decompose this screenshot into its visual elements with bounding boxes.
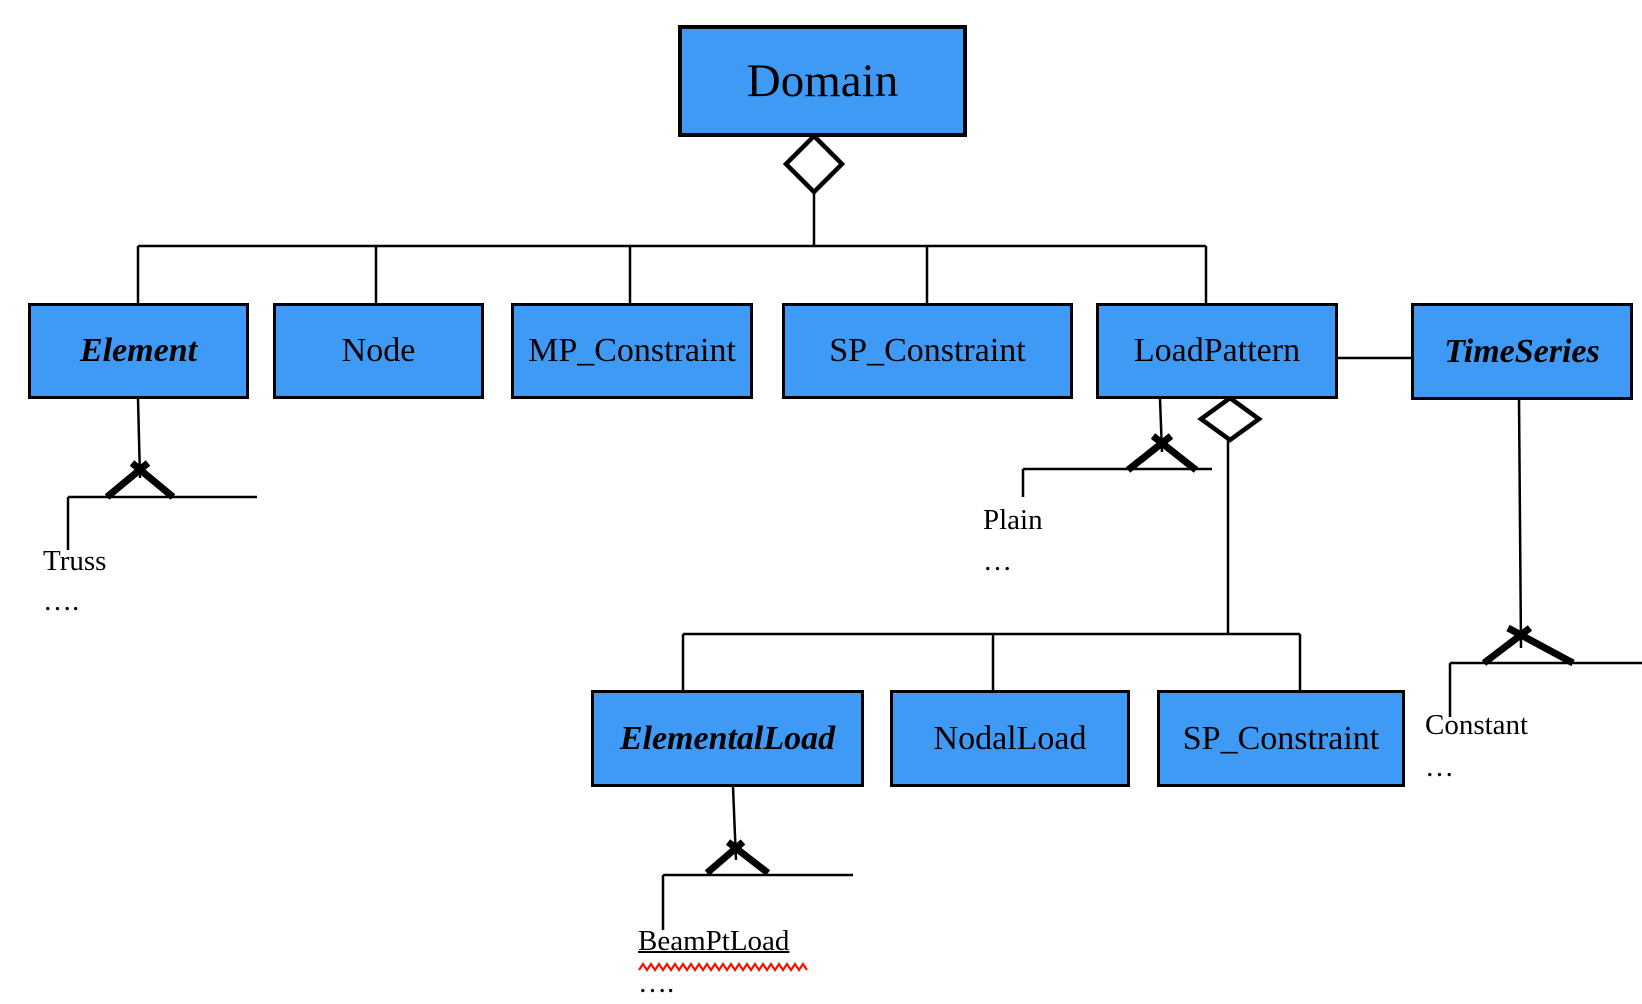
loadpattern-generalization-connector bbox=[1021, 398, 1212, 497]
class-label: LoadPattern bbox=[1133, 332, 1301, 369]
class-label: Node bbox=[341, 332, 416, 369]
class-box-domain: Domain bbox=[678, 25, 967, 137]
timeseries-stem-line bbox=[1517, 398, 1523, 649]
class-label: TimeSeries bbox=[1444, 332, 1600, 370]
subclass-ellipsis: … bbox=[983, 545, 1012, 577]
element-generalization-connector bbox=[66, 398, 257, 550]
generalization-triangle-icon bbox=[1150, 433, 1199, 473]
subclass-label-text: BeamPtLoad bbox=[638, 925, 790, 957]
class-box-node: Node bbox=[273, 303, 484, 399]
class-label: MP_Constraint bbox=[528, 332, 736, 369]
generalization-triangle-icon bbox=[129, 460, 176, 500]
class-label: SP_Constraint bbox=[829, 332, 1026, 369]
class-box-nodalload: NodalLoad bbox=[890, 690, 1130, 787]
class-box-sp-constraint: SP_Constraint bbox=[782, 303, 1073, 399]
subclass-ellipsis: …. bbox=[43, 585, 80, 617]
subclass-label-plain: Plain bbox=[983, 504, 1043, 536]
subclass-label-constant: Constant bbox=[1425, 709, 1529, 741]
subclass-ellipsis: … bbox=[1425, 751, 1454, 783]
elementalload-generalization-connector bbox=[661, 786, 853, 930]
aggregation-diamond-icon bbox=[782, 132, 846, 196]
aggregation-diamond-icon bbox=[1197, 395, 1263, 443]
generalization-triangle-icon bbox=[725, 839, 771, 876]
class-box-element: Element bbox=[28, 303, 249, 399]
loadpattern-aggregation-connector bbox=[681, 395, 1302, 690]
class-label: ElementalLoad bbox=[619, 719, 836, 757]
class-label: Element bbox=[79, 332, 198, 369]
class-box-timeseries: TimeSeries bbox=[1411, 303, 1633, 400]
class-box-sp-constraint-lower: SP_Constraint bbox=[1157, 690, 1405, 787]
subclass-label-beamptload: BeamPtLoad bbox=[638, 925, 808, 972]
subclass-ellipsis: …. bbox=[638, 967, 675, 999]
class-box-loadpattern: LoadPattern bbox=[1096, 303, 1338, 399]
timeseries-generalization-connector bbox=[1448, 398, 1642, 717]
class-label: NodalLoad bbox=[933, 719, 1087, 757]
subclass-label-truss: Truss bbox=[43, 545, 107, 577]
class-label: SP_Constraint bbox=[1182, 719, 1380, 757]
class-box-mp-constraint: MP_Constraint bbox=[511, 303, 753, 399]
class-label: Domain bbox=[746, 55, 899, 107]
domain-aggregation-connector bbox=[136, 132, 1208, 303]
generalization-triangle-icon bbox=[1506, 624, 1575, 667]
spellcheck-squiggle-icon bbox=[638, 962, 808, 972]
class-box-elementalload: ElementalLoad bbox=[591, 690, 864, 787]
